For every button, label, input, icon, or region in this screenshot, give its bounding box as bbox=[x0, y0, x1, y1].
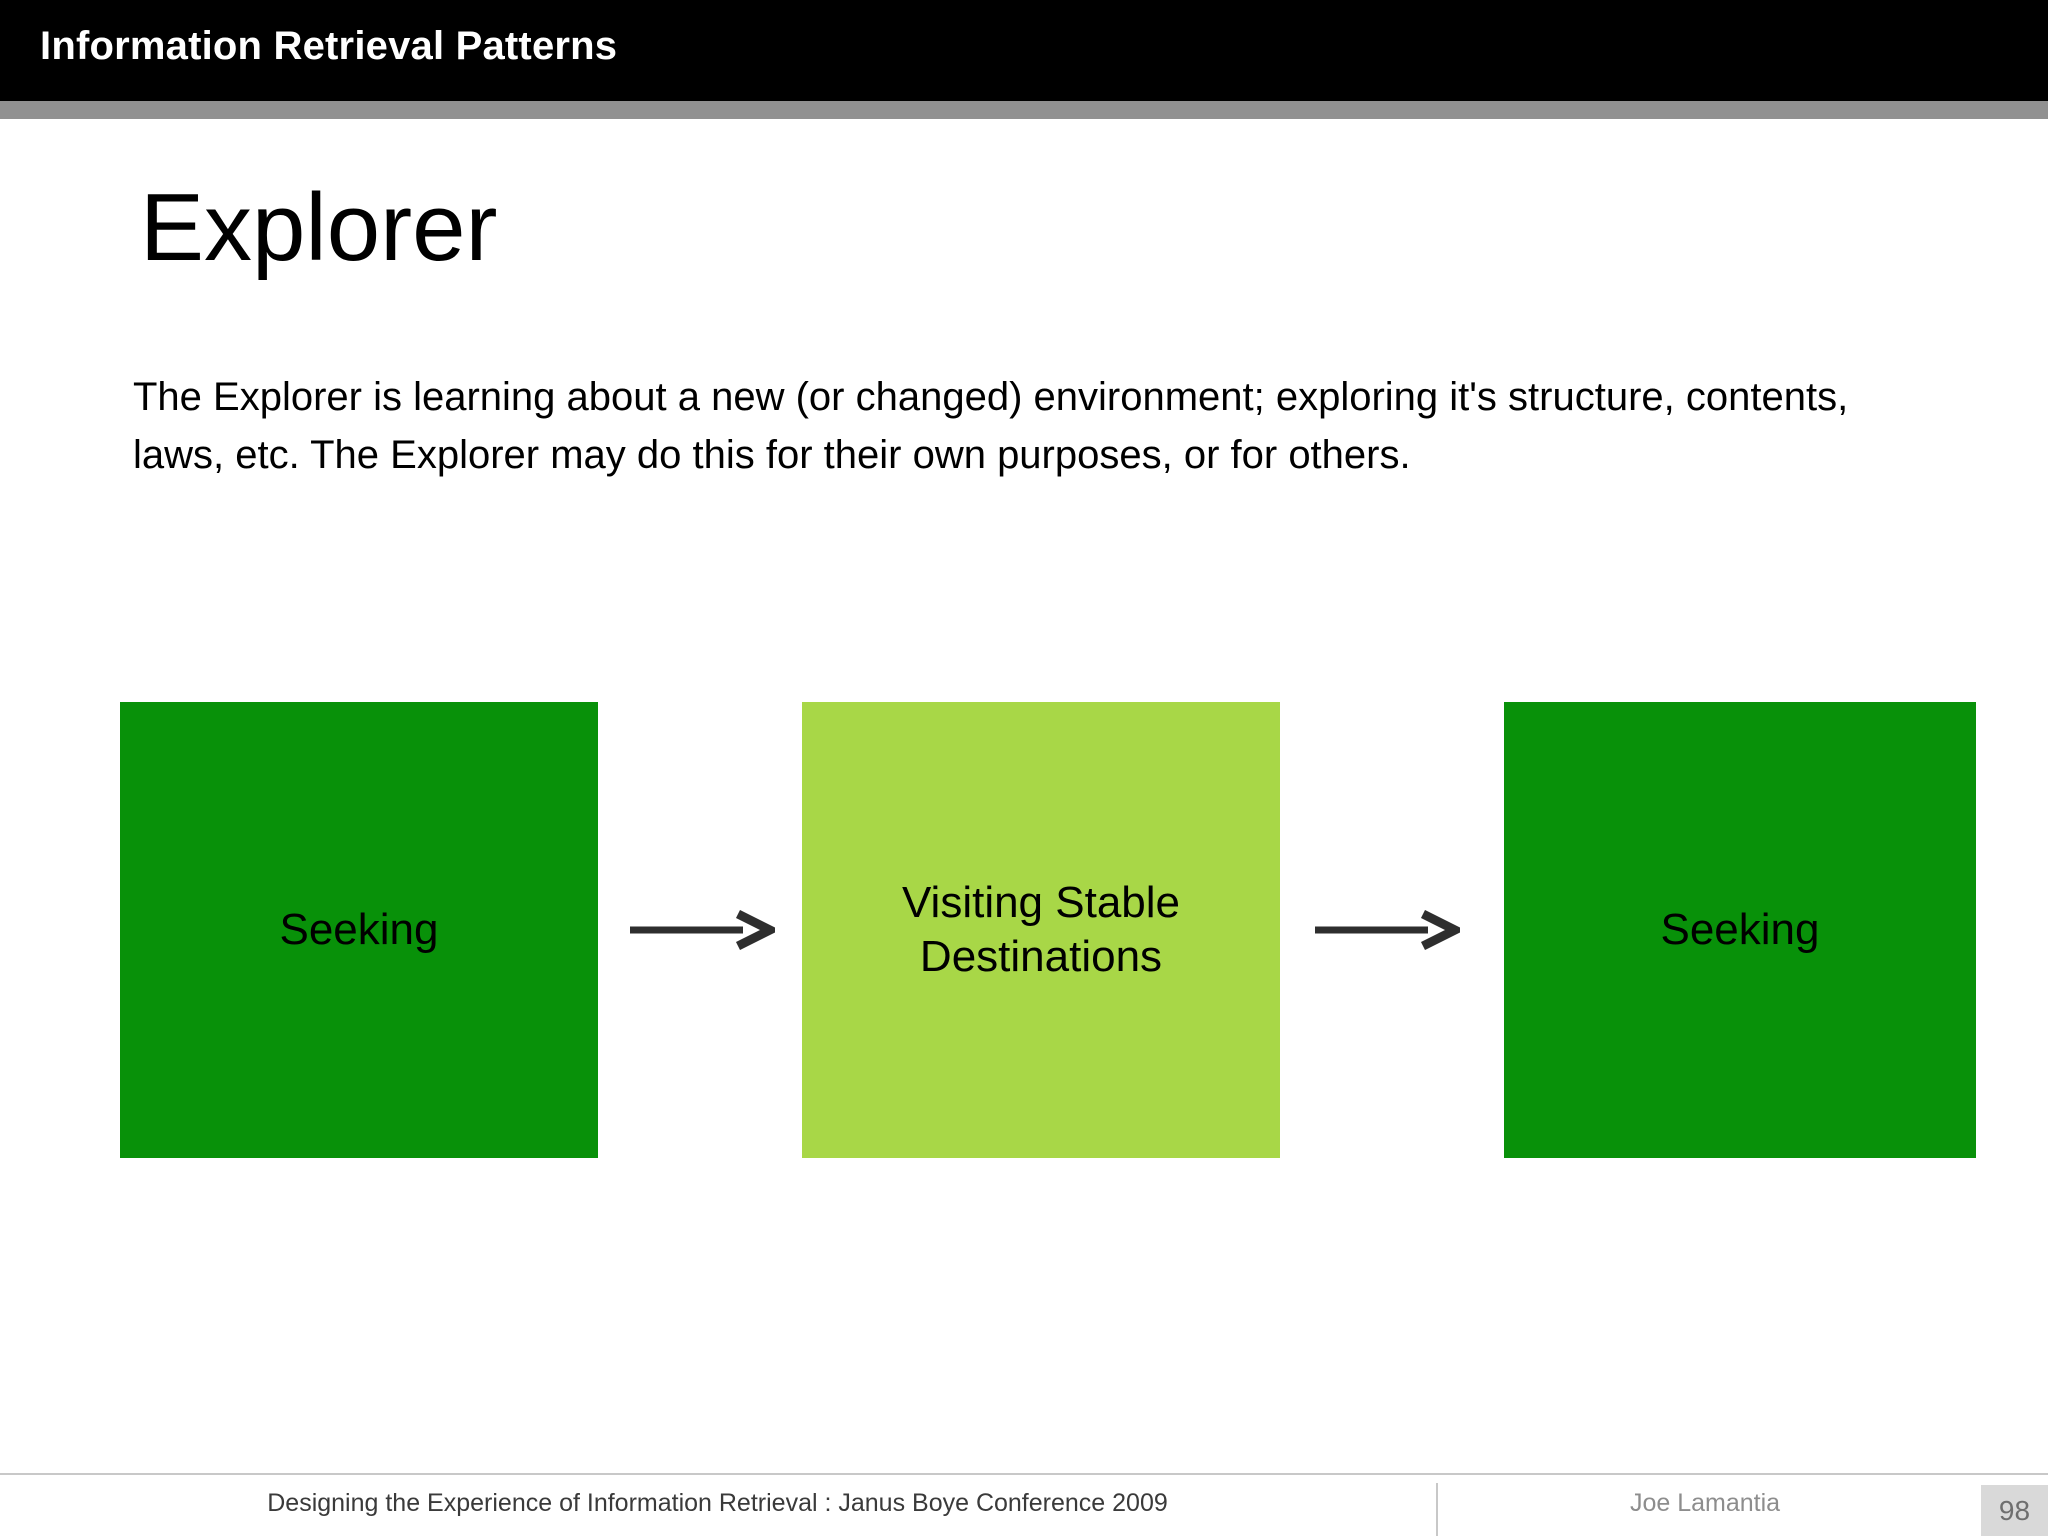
page-number-badge: 98 bbox=[1981, 1485, 2048, 1536]
flow-box-label: Visiting Stable Destinations bbox=[901, 878, 1181, 981]
flow-arrow-right-first bbox=[630, 910, 775, 950]
footer-conference-text: Designing the Experience of Information … bbox=[267, 1489, 1168, 1517]
header-bar: Information Retrieval Patterns bbox=[0, 0, 2048, 101]
slide-body-paragraph: The Explorer is learning about a new (or… bbox=[133, 375, 1849, 477]
footer-vertical-divider bbox=[1436, 1483, 1438, 1536]
flow-box-label: Seeking bbox=[1660, 905, 1820, 955]
header-divider-rule bbox=[0, 101, 2048, 119]
flow-box-visiting-stable-destinations: Visiting Stable Destinations bbox=[802, 702, 1280, 1158]
flow-diagram: Seeking Visiting Stable Destinations See… bbox=[0, 702, 2048, 1158]
flow-box-seeking-first: Seeking bbox=[120, 702, 598, 1158]
header-title: Information Retrieval Patterns bbox=[40, 24, 618, 68]
footer-author-name: Joe Lamantia bbox=[1629, 1489, 1781, 1517]
page-title: Explorer bbox=[140, 174, 498, 281]
flow-box-label: Seeking bbox=[279, 905, 439, 955]
flow-arrow-right-second bbox=[1315, 910, 1460, 950]
footer-divider-rule bbox=[0, 1473, 2048, 1475]
flow-box-seeking-second: Seeking bbox=[1504, 702, 1976, 1158]
